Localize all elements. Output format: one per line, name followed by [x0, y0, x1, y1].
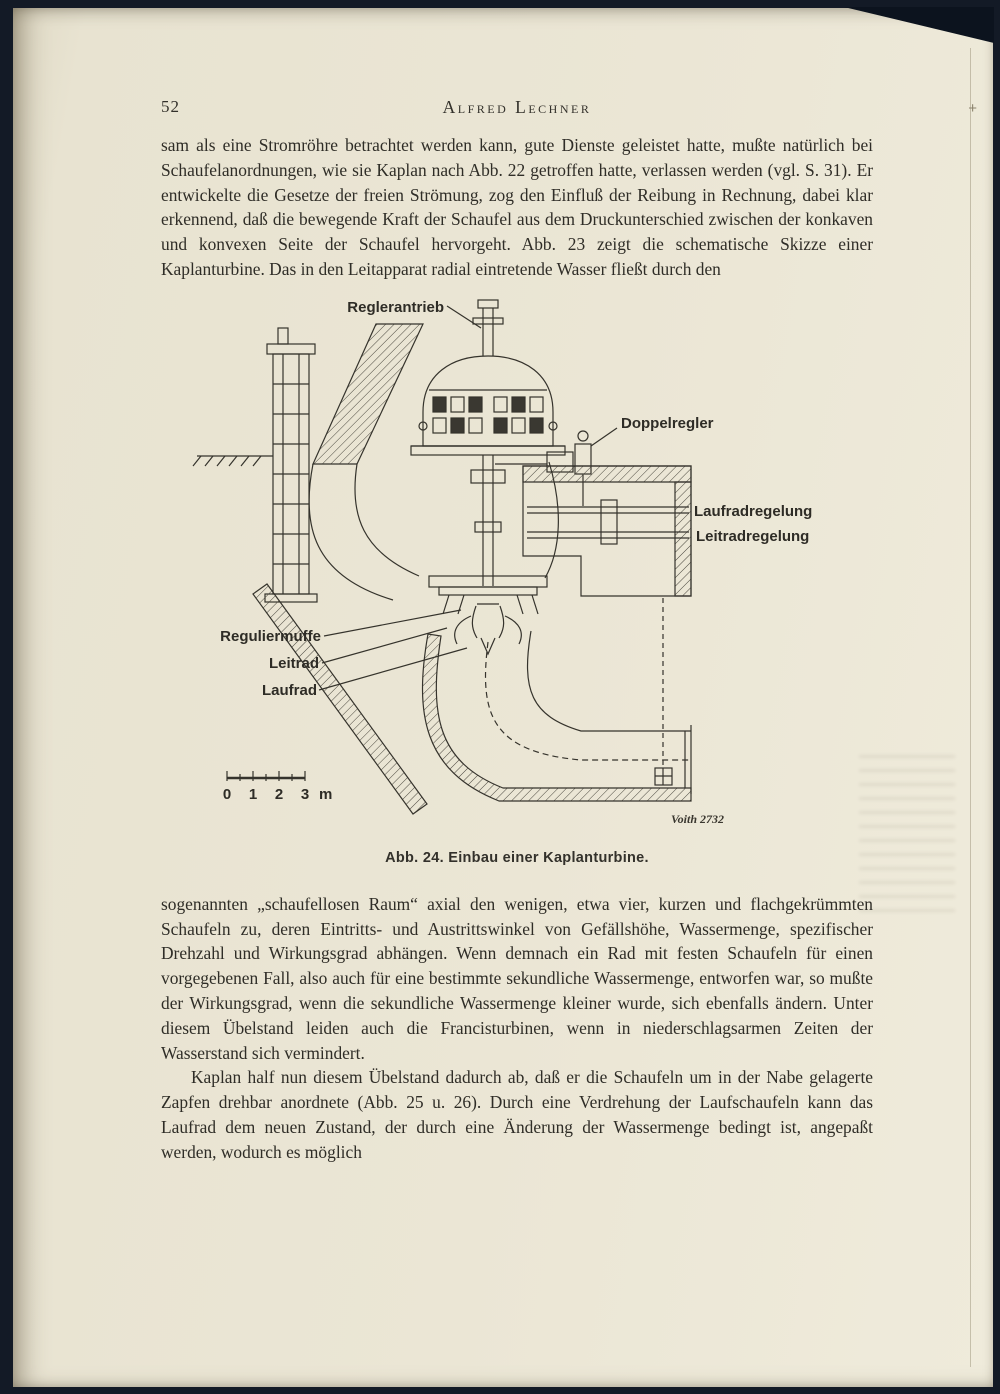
masonry-wall — [312, 323, 424, 465]
leader-lines — [318, 305, 618, 691]
paragraph-2: sogenannten „schaufellosen Raum“ axial d… — [161, 893, 873, 1063]
kaplan-turbine-drawing: Reglerantrieb Doppelregler Laufradregelu… — [192, 299, 812, 826]
scale-unit: m — [319, 786, 332, 803]
label-laufrad: Laufrad — [262, 682, 317, 699]
governor-assembly — [410, 299, 566, 456]
guide-apparatus — [428, 575, 548, 614]
scale-number-1: 1 — [249, 786, 257, 803]
paragraph-1: sam als eine Stromröhre betrachtet werde… — [161, 135, 873, 279]
label-reglerantrieb: Reglerantrieb — [347, 299, 444, 316]
servomotor-tower — [264, 327, 318, 603]
margin-mark: + — [968, 100, 977, 117]
figure-abb-24: Reglerantrieb Doppelregler Laufradregelu… — [161, 294, 873, 866]
page-edge-line — [970, 48, 971, 1367]
label-leitrad: Leitrad — [269, 655, 319, 672]
book-page: + 52 Alfred Lechner sam als eine Stromrö… — [13, 7, 994, 1387]
paragraph-3: Kaplan half nun diesem Übelstand dadurch… — [161, 1067, 873, 1162]
runner — [454, 603, 522, 656]
draft-tube — [421, 630, 692, 802]
drawing-lines — [192, 299, 692, 815]
label-leitradregelung: Leitradregelung — [696, 528, 809, 545]
page-number: 52 — [161, 97, 180, 116]
running-title: Alfred Lechner — [442, 97, 592, 117]
text-column: 52 Alfred Lechner sam als eine Stromröhr… — [161, 8, 873, 1165]
label-reguliermuffe: Reguliermuffe — [220, 628, 321, 645]
datum-anchor — [654, 597, 673, 786]
ink-showthrough — [859, 744, 955, 912]
excavation-slope — [252, 582, 428, 815]
figure-credit: Voith 2732 — [671, 812, 724, 826]
scale-number-0: 0 — [223, 786, 231, 803]
label-doppelregler: Doppelregler — [621, 415, 714, 432]
label-laufradregelung: Laufradregelung — [694, 503, 812, 520]
scale-number-2: 2 — [275, 786, 283, 803]
figure-caption: Abb. 24. Einbau einer Kaplanturbine. — [385, 849, 649, 866]
regulating-rod-gallery — [522, 465, 692, 597]
scale-bar — [226, 770, 306, 781]
scale-number-3: 3 — [301, 786, 309, 803]
running-head: 52 Alfred Lechner — [161, 97, 873, 119]
turbine-shaft — [470, 454, 506, 586]
